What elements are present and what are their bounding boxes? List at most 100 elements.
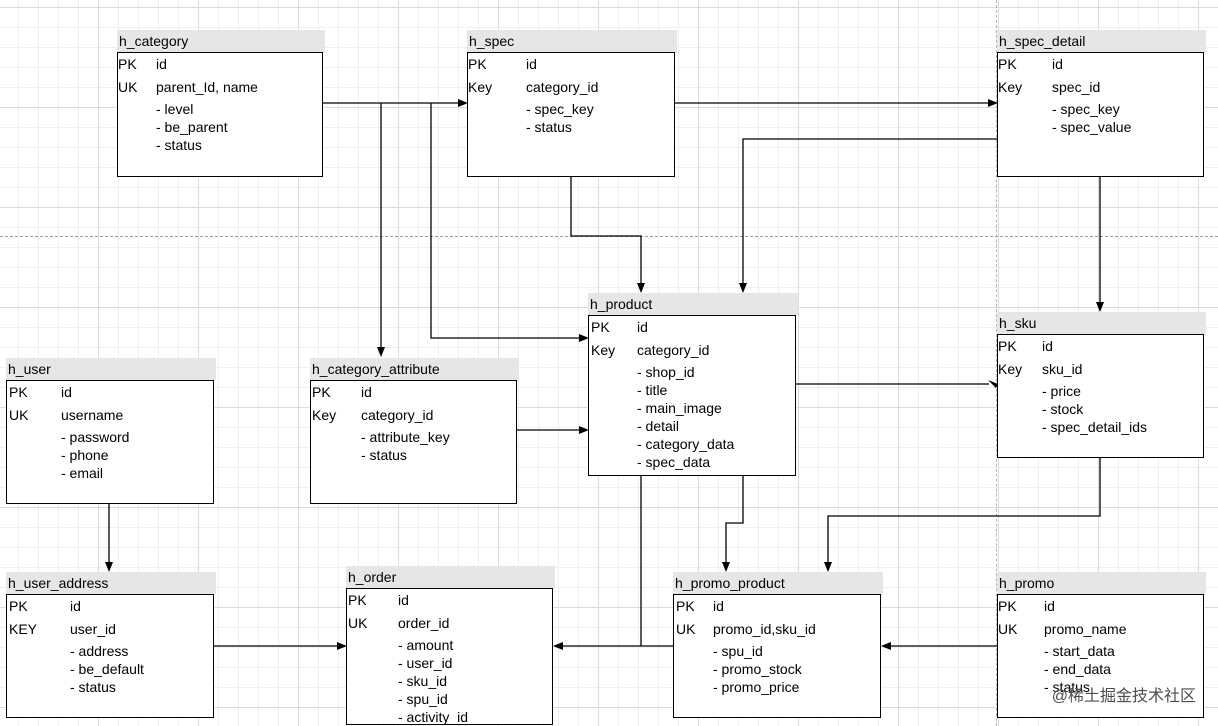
field-key-tag: PK [998, 598, 1017, 614]
attribute-item: - status [526, 119, 572, 135]
field-name: id [70, 598, 81, 614]
attribute-item: - status [1044, 679, 1090, 695]
entity-title: h_user [8, 361, 51, 377]
arrowhead-sku-from-spec-detail [1096, 302, 1104, 312]
field-key-tag: Key [591, 342, 616, 358]
entity-header[interactable]: h_user_address [6, 572, 216, 595]
entity-body[interactable]: PK id UK parent_Id, name - level - be_pa… [117, 52, 323, 177]
entity-header[interactable]: h_spec_detail [997, 30, 1206, 53]
entity-header[interactable]: h_category [117, 30, 325, 53]
connector-product-to-promo-product[interactable] [725, 475, 744, 563]
field-key-tag: PK [676, 598, 695, 614]
arrowhead-user-address [105, 562, 113, 572]
attribute-item: - user_id [398, 655, 453, 671]
attribute-item: - attribute_key [361, 429, 450, 445]
attribute-item: - address [70, 643, 129, 659]
entity-title: h_sku [999, 315, 1037, 331]
field-name: id [1042, 338, 1053, 354]
field-name: id [526, 56, 537, 72]
field-name: category_id [526, 79, 599, 95]
connector-category-to-product[interactable] [430, 103, 580, 339]
arrowhead-order-from-user-address [337, 642, 347, 650]
watermark-text: @稀土掘金技术社区 [1051, 688, 1196, 705]
attribute-item: - stock [1042, 401, 1084, 417]
entity-title: h_promo_product [675, 575, 785, 591]
attribute-item: - title [637, 382, 668, 398]
field-key-tag: PK [348, 592, 367, 608]
attribute-item: - sku_id [398, 673, 448, 689]
entity-body[interactable]: PK id Key category_id - spec_key - statu… [467, 52, 675, 177]
arrowhead-order-from-promo-product [553, 642, 563, 650]
entity-header[interactable]: h_order [346, 566, 555, 589]
field-key-tag: PK [312, 384, 331, 400]
field-key-tag: UK [9, 407, 29, 423]
entity-body[interactable]: PK id Key spec_id - spec_key - spec_valu… [997, 52, 1204, 177]
field-name: username [61, 407, 124, 423]
site-watermark: @稀土掘金技术社区 [1048, 682, 1196, 706]
connector-sku-to-promo-product[interactable] [827, 457, 1101, 563]
entity-title: h_spec_detail [999, 33, 1086, 49]
grid-divider-vertical [996, 0, 997, 726]
arrowhead-sku-from-product [988, 380, 998, 388]
attribute-item: - status [156, 137, 202, 153]
entity-title: h_category_attribute [312, 361, 440, 377]
entity-body[interactable]: PK id UK username - password - phone - e… [6, 380, 214, 504]
field-key-tag: PK [118, 56, 137, 72]
arrowhead-product-from-spec [637, 283, 645, 293]
attribute-item: - promo_price [713, 679, 800, 695]
attribute-item: - promo_stock [713, 661, 802, 677]
arrowhead-category-attribute [377, 347, 385, 357]
attribute-item: - spec_key [1052, 101, 1120, 117]
arrowhead-promo-product-from-promo [881, 642, 891, 650]
field-key-tag: PK [468, 56, 487, 72]
field-name: spec_id [1052, 79, 1101, 95]
field-key-tag: UK [998, 621, 1018, 637]
entity-body[interactable]: PK id UK promo_id,sku_id - spu_id - prom… [673, 594, 881, 718]
arrowhead-spec-detail [988, 99, 998, 107]
attribute-item: - price [1042, 383, 1081, 399]
attribute-item: - spu_id [713, 643, 763, 659]
field-name: id [61, 384, 72, 400]
field-key-tag: Key [998, 79, 1023, 95]
entity-body[interactable]: PK id KEY user_id - address - be_default… [6, 594, 214, 718]
field-name: id [713, 598, 724, 614]
attribute-item: - be_default [70, 661, 144, 677]
field-name: id [398, 592, 409, 608]
entity-body[interactable]: PK id UK order_id - amount - user_id - s… [346, 588, 553, 725]
field-name: id [1052, 56, 1063, 72]
attribute-item: - spec_value [1052, 119, 1132, 135]
entity-header[interactable]: h_user [6, 358, 216, 381]
attribute-item: - detail [637, 418, 680, 434]
field-name: id [361, 384, 372, 400]
entity-header[interactable]: h_promo [997, 572, 1206, 595]
field-name: category_id [637, 342, 710, 358]
entity-header[interactable]: h_sku [997, 312, 1206, 335]
attribute-item: - shop_id [637, 364, 695, 380]
field-name: user_id [70, 621, 116, 637]
entity-body[interactable]: PK id Key category_id - attribute_key - … [310, 380, 517, 504]
connector-spec-detail-to-product[interactable] [742, 138, 998, 284]
entity-header[interactable]: h_category_attribute [310, 358, 519, 381]
attribute-item: - spu_id [398, 691, 448, 707]
field-key-tag: UK [676, 621, 696, 637]
arrowhead-product-from-category [579, 334, 589, 342]
field-key-tag: PK [998, 56, 1017, 72]
field-key-tag: Key [468, 79, 493, 95]
arrowhead-spec [458, 99, 468, 107]
connector-spec-to-product[interactable] [570, 177, 642, 284]
attribute-item: - status [361, 447, 407, 463]
field-key-tag: UK [118, 79, 138, 95]
field-name: sku_id [1042, 361, 1083, 377]
attribute-item: - category_data [637, 436, 735, 452]
entity-body[interactable]: PK id UK promo_name - start_data - end_d… [997, 594, 1204, 718]
entity-title: h_order [348, 569, 397, 585]
field-key-tag: PK [9, 384, 28, 400]
entity-header[interactable]: h_product [588, 293, 798, 316]
entity-body[interactable]: PK id Key sku_id - price - stock - spec_… [997, 334, 1204, 458]
entity-header[interactable]: h_promo_product [673, 572, 883, 595]
entity-header[interactable]: h_spec [467, 30, 677, 53]
field-key-tag: PK [9, 598, 28, 614]
entity-body[interactable]: PK id Key category_id - shop_id - title … [588, 315, 796, 476]
field-name: id [156, 56, 167, 72]
